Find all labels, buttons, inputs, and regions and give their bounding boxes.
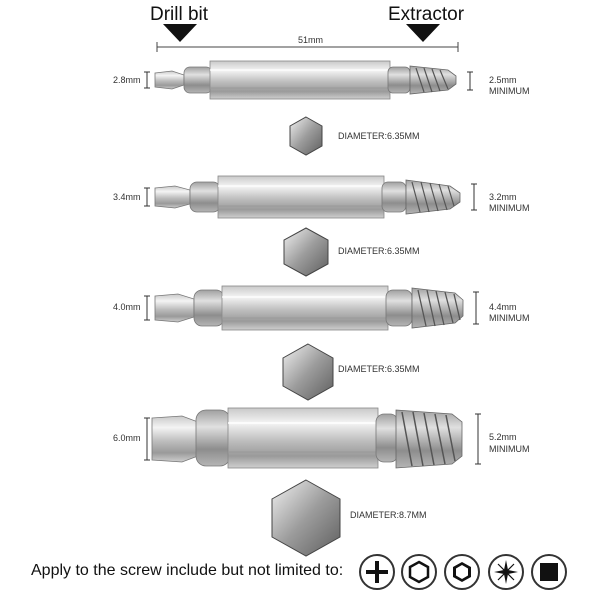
extractor-size-2: 3.2mm [489, 192, 517, 202]
bit-4 [144, 407, 481, 469]
diameter-4: DIAMETER:8.7MM [350, 510, 427, 520]
extractor-note-4: MINIMUM [489, 444, 530, 454]
extractor-note-3: MINIMUM [489, 313, 530, 323]
bit-2 [144, 175, 477, 219]
diameter-3: DIAMETER:6.35MM [338, 364, 420, 374]
hex-end-3 [282, 343, 334, 401]
drill-arrow-icon [163, 24, 197, 42]
hex-end-4 [271, 479, 341, 557]
drill-size-4: 6.0mm [113, 433, 141, 443]
extractor-note-1: MINIMUM [489, 86, 530, 96]
drill-bit-label: Drill bit [150, 4, 209, 25]
extractor-note-2: MINIMUM [489, 203, 530, 213]
screw-icons [359, 554, 567, 590]
extractor-size-1: 2.5mm [489, 75, 517, 85]
hex-end-1 [289, 116, 323, 156]
drill-size-2: 3.4mm [113, 192, 141, 202]
bit-1 [144, 60, 473, 100]
extractor-arrow-icon [406, 24, 440, 42]
extractor-size-3: 4.4mm [489, 302, 517, 312]
drill-size-3: 4.0mm [113, 302, 141, 312]
hex-end-2 [283, 227, 329, 277]
bit-3 [144, 285, 479, 331]
length-label: 51mm [298, 35, 324, 45]
extractor-label: Extractor [388, 4, 465, 25]
drill-size-1: 2.8mm [113, 75, 141, 85]
footer-text: Apply to the screw include but not limit… [31, 562, 344, 579]
extractor-size-4: 5.2mm [489, 432, 517, 442]
diameter-1: DIAMETER:6.35MM [338, 131, 420, 141]
diameter-2: DIAMETER:6.35MM [338, 246, 420, 256]
